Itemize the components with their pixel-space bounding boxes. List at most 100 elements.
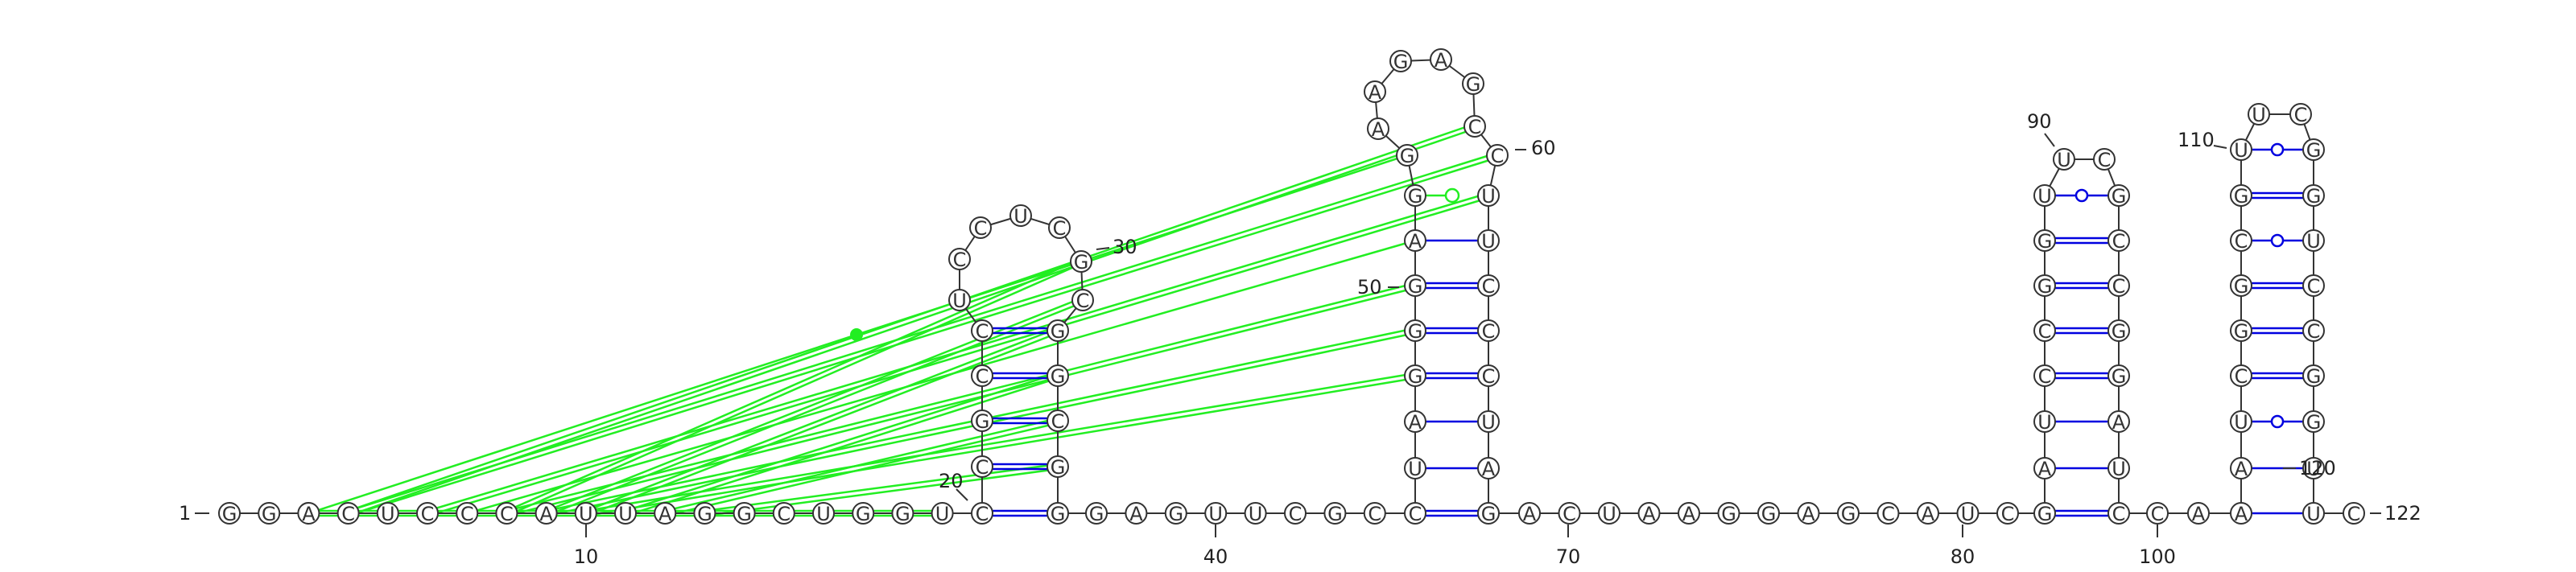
nucleotide-G: G	[218, 502, 241, 525]
nucleotide-G: G	[1404, 184, 1426, 208]
nucleotide-U: U	[614, 502, 637, 525]
nucleotide-U: U	[2107, 457, 2130, 480]
svg-text:G: G	[697, 503, 712, 525]
svg-text:C: C	[2001, 503, 2015, 525]
nucleotide-C: C	[1046, 409, 1069, 433]
svg-text:G: G	[856, 503, 871, 525]
svg-text:C: C	[2112, 275, 2126, 298]
svg-text:C: C	[1491, 145, 1505, 167]
position-label-110: 110	[2178, 129, 2215, 151]
svg-text:C: C	[2151, 503, 2165, 525]
svg-text:U: U	[1481, 411, 1496, 434]
svg-text:U: U	[2252, 104, 2266, 126]
svg-text:C: C	[953, 249, 967, 271]
nucleotide-U: U	[2230, 410, 2252, 434]
base-pairs	[982, 142, 2314, 517]
nucleotide-C: C	[2302, 274, 2325, 298]
intermolecular-pair	[704, 463, 1059, 512]
svg-text:G: G	[222, 503, 237, 525]
nucleotide-A: A	[1637, 502, 1661, 525]
position-label-40: 40	[1203, 545, 1228, 568]
nucleotide-U: U	[1244, 502, 1267, 525]
svg-text:G: G	[1761, 503, 1777, 525]
nucleotide-A: A	[1430, 48, 1452, 72]
svg-text:A: A	[1409, 230, 1422, 253]
nucleotide-C: C	[495, 502, 518, 525]
nucleotide-C: C	[2107, 229, 2130, 253]
nucleotide-G: G	[1477, 502, 1500, 525]
nucleotide-U: U	[574, 502, 597, 525]
nucleotide-A: A	[1404, 229, 1426, 253]
svg-text:U: U	[618, 503, 633, 525]
nucleotide-C: C	[1404, 502, 1426, 525]
svg-text:U: U	[1208, 503, 1223, 525]
svg-text:A: A	[302, 503, 316, 525]
nucleotide-C: C	[1463, 115, 1486, 138]
nucleotide-G: G	[1396, 144, 1418, 167]
svg-text:C: C	[2235, 230, 2248, 253]
svg-text:C: C	[2347, 503, 2361, 525]
svg-text:G: G	[1408, 275, 1423, 298]
svg-text:A: A	[1642, 503, 1656, 525]
svg-text:G: G	[737, 503, 752, 525]
nucleotide-C: C	[971, 364, 993, 388]
position-label-20: 20	[939, 470, 964, 492]
intermolecular-pair	[466, 239, 1416, 515]
svg-text:G: G	[2112, 320, 2127, 343]
svg-text:C: C	[1076, 290, 1090, 312]
nucleotide-G: G	[2302, 410, 2325, 434]
svg-text:G: G	[2306, 139, 2322, 162]
nucleotide-G: G	[1323, 502, 1347, 525]
nucleotide-G: G	[258, 502, 281, 525]
svg-text:C: C	[1368, 503, 1381, 525]
svg-text:G: G	[1051, 503, 1066, 525]
svg-text:C: C	[1482, 275, 1496, 298]
position-label-10: 10	[574, 545, 599, 568]
nucleotide-A: A	[1367, 117, 1389, 141]
nucleotide-U: U	[2033, 184, 2056, 208]
svg-text:C: C	[1051, 410, 1065, 433]
nucleotide-C: C	[2230, 229, 2252, 253]
interaction-marker	[1444, 187, 1460, 204]
svg-text:G: G	[1327, 503, 1343, 525]
svg-text:G: G	[2306, 185, 2322, 208]
svg-text:U: U	[2306, 458, 2321, 480]
nucleotide-C: C	[2033, 364, 2056, 388]
svg-text:U: U	[1408, 458, 1422, 480]
svg-text:C: C	[1409, 503, 1422, 525]
svg-text:G: G	[1051, 456, 1066, 479]
svg-text:A: A	[2192, 503, 2206, 525]
svg-text:U: U	[816, 503, 831, 525]
nucleotide-U: U	[2302, 502, 2325, 525]
svg-text:U: U	[935, 503, 950, 525]
svg-text:G: G	[2112, 365, 2127, 388]
nucleotide-G: G	[1837, 502, 1860, 525]
nucleotide-C: C	[1876, 502, 1900, 525]
svg-text:A: A	[1682, 503, 1696, 525]
intermolecular-pair	[625, 372, 1059, 512]
svg-text:A: A	[1482, 458, 1496, 480]
nucleotide-G: G	[2033, 229, 2056, 253]
svg-text:G: G	[975, 410, 990, 433]
svg-text:G: G	[1089, 503, 1104, 525]
nucleotide-C: C	[2146, 502, 2169, 525]
nucleotide-G: G	[1046, 319, 1069, 343]
nucleotide-C: C	[2230, 364, 2252, 388]
nucleotide-U: U	[2248, 103, 2270, 126]
svg-text:U: U	[2112, 458, 2126, 480]
svg-text:C: C	[1289, 503, 1302, 525]
nucleotide-C: C	[2302, 319, 2325, 343]
svg-text:G: G	[1481, 503, 1496, 525]
svg-text:G: G	[1408, 365, 1423, 388]
position-label-60: 60	[1531, 137, 1556, 159]
nucleotide-C: C	[2093, 148, 2116, 171]
nucleotide-U: U	[2302, 229, 2325, 253]
intermolecular-pair	[348, 122, 1476, 512]
nucleotide-G: G	[2033, 502, 2056, 525]
nucleotide-A: A	[2033, 457, 2056, 480]
svg-text:U: U	[2057, 149, 2071, 171]
svg-text:A: A	[1435, 49, 1448, 72]
svg-text:C: C	[976, 365, 989, 388]
nucleotide-G: G	[1164, 502, 1187, 525]
